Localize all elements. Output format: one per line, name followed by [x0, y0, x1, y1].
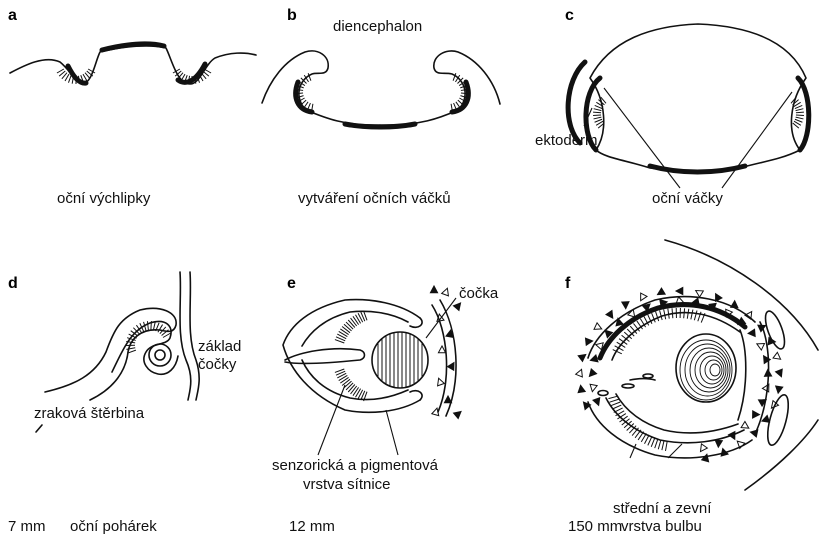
ectoderm-label: ektoderm	[535, 132, 598, 149]
lens-fibers	[680, 340, 732, 400]
age-f: 150 mm	[568, 518, 622, 535]
optic-stalk	[285, 349, 365, 364]
vesicle-wall-hatching	[295, 73, 469, 111]
diencephalon-label: diencephalon	[333, 18, 422, 35]
panel-a: a oční výchlipky	[8, 7, 256, 207]
caption-c: oční váčky	[652, 190, 723, 207]
ectoderm-layer	[568, 62, 585, 143]
panel-letter-b: b	[287, 7, 297, 24]
layers-label-1: střední a zevní	[613, 500, 712, 517]
panel-letter-d: d	[8, 275, 18, 292]
retina-label-2: vrstva sítnice	[303, 476, 391, 493]
panel-letter-a: a	[8, 7, 17, 24]
optic-cup-outer	[283, 300, 420, 413]
optic-evagination-outline	[10, 46, 256, 84]
caption-a: oční výchlipky	[57, 190, 151, 207]
panel-b: b diencephalon vytváření očních váčků	[262, 7, 500, 207]
fissure-label: zraková štěrbina	[34, 405, 145, 422]
panel-f: f střední a zevní vrstva bulbu 150 mm	[565, 240, 818, 535]
panel-letter-c: c	[565, 7, 574, 24]
cornea-inner	[738, 330, 746, 420]
lens-placode	[149, 344, 171, 366]
panel-letter-e: e	[287, 275, 296, 292]
retina-hatching	[335, 311, 367, 401]
mesenchyme-cells	[430, 286, 463, 419]
brain-vesicle-outline	[590, 24, 806, 171]
age-d: 7 mm	[8, 518, 46, 535]
lens-base-label-2: čočky	[198, 356, 237, 373]
panel-c: c ektoderm oční váčky	[535, 7, 809, 207]
lens-vesicle	[372, 332, 428, 388]
lens-fibers	[378, 332, 422, 388]
diencephalon-outline-left	[262, 51, 380, 125]
optic-cup-upper-layer	[302, 311, 408, 346]
eyelid-upper	[762, 309, 789, 351]
lens-base-label-1: základ	[198, 338, 241, 355]
retina-label-1: senzorická a pigmentová	[272, 457, 439, 474]
caption-d: oční pohárek	[70, 518, 157, 535]
ectoderm-outer	[180, 272, 191, 400]
age-e: 12 mm	[289, 518, 335, 535]
panel-letter-f: f	[565, 275, 571, 292]
diencephalon-outline-right	[380, 51, 500, 125]
layers-label-2: vrstva bulbu	[621, 518, 702, 535]
panel-d: d základ čočky zraková štěrbina 7 mm očn…	[8, 272, 241, 535]
vesicle-hatching	[593, 97, 804, 128]
panel-e: e čočka senzorická a pigmentová vrstva s…	[272, 275, 499, 535]
retina-lower-arc	[588, 402, 752, 458]
caption-b: vytváření očních váčků	[298, 190, 451, 207]
lens-label: čočka	[459, 285, 499, 302]
